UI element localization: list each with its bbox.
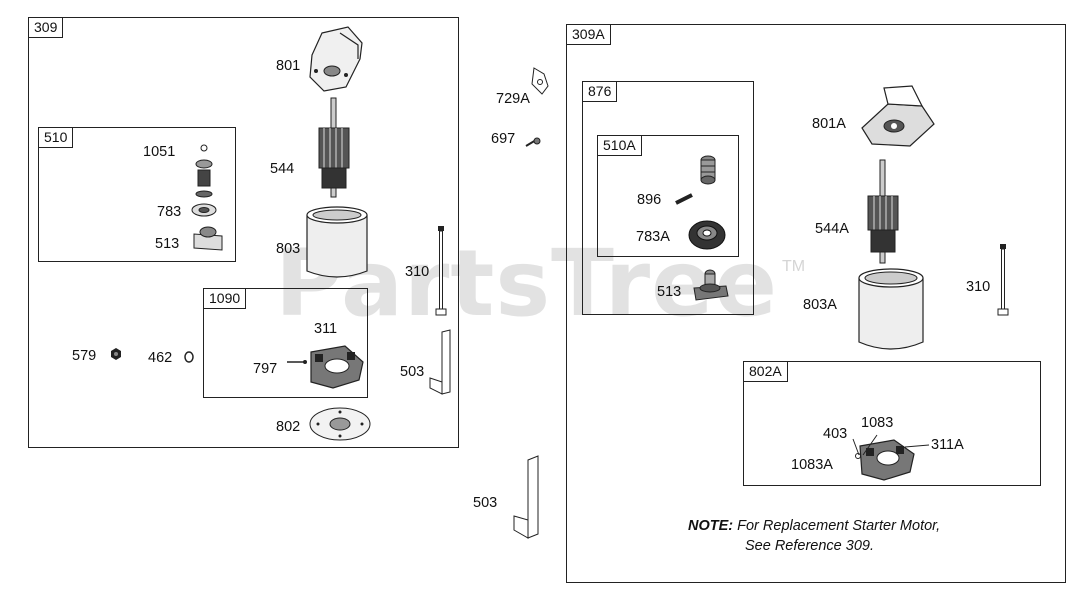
callout-513-right: 513 — [657, 284, 682, 300]
screw-697-drawing — [525, 137, 541, 147]
washer-462-drawing — [184, 351, 194, 363]
note-prefix: NOTE: — [688, 518, 734, 534]
group-box-309: 309 — [28, 17, 459, 448]
drive-kit-510-drawing — [191, 144, 223, 251]
callout-311A: 311A — [931, 437, 964, 453]
trademark-mark: TM — [782, 258, 806, 275]
group-label-510A: 510A — [597, 135, 642, 156]
group-label-802A: 802A — [743, 361, 788, 382]
callout-803A: 803A — [803, 297, 837, 313]
callout-310-left: 310 — [405, 264, 430, 280]
callout-896: 896 — [637, 192, 662, 208]
gasket-729A-drawing — [531, 67, 549, 95]
note-line-2: See Reference 309. — [745, 538, 874, 554]
callout-783A: 783A — [636, 229, 670, 245]
pin-896-drawing — [675, 193, 693, 205]
callout-544A: 544A — [815, 221, 849, 237]
callout-462: 462 — [148, 350, 173, 366]
armature-544A-drawing — [867, 159, 899, 264]
callout-503-center: 503 — [473, 495, 498, 511]
callout-403: 403 — [823, 426, 848, 442]
group-box-802A: 802A — [743, 361, 1041, 486]
callout-797: 797 — [253, 361, 278, 377]
bracket-503-left-drawing — [429, 329, 451, 395]
group-label-1090: 1090 — [203, 288, 247, 309]
callout-513: 513 — [155, 236, 180, 252]
plate-802-drawing — [309, 407, 371, 441]
callout-1083A: 1083A — [791, 457, 833, 473]
group-box-510: 510 — [38, 127, 236, 262]
callout-729A: 729A — [496, 91, 530, 107]
group-box-876: 876 — [582, 81, 754, 315]
brush-plate-1090-drawing — [287, 345, 364, 389]
callout-783: 783 — [157, 204, 182, 220]
gear-783A-drawing — [688, 220, 726, 250]
callout-803: 803 — [276, 241, 301, 257]
bracket-503-center-drawing — [513, 455, 539, 539]
group-label-510: 510 — [38, 127, 74, 148]
group-label-309A: 309A — [566, 24, 611, 45]
group-label-309: 309 — [28, 17, 64, 38]
bolt-310-right-drawing — [997, 244, 1009, 316]
housing-803A-drawing — [858, 268, 924, 350]
callout-801A: 801A — [812, 116, 846, 132]
nut-579-drawing — [111, 348, 121, 360]
callout-802: 802 — [276, 419, 301, 435]
drive-513-right-drawing — [693, 269, 729, 301]
callout-697: 697 — [491, 131, 516, 147]
leader-lines-802A — [852, 434, 930, 456]
callout-503-left: 503 — [400, 364, 425, 380]
callout-579: 579 — [72, 348, 97, 364]
housing-803-drawing — [306, 206, 368, 278]
callout-311: 311 — [314, 321, 338, 337]
callout-544: 544 — [270, 161, 295, 177]
callout-801: 801 — [276, 58, 301, 74]
callout-1083-top: 1083 — [861, 415, 894, 431]
end-cap-801-drawing — [309, 26, 363, 92]
callout-1051: 1051 — [143, 144, 176, 160]
spring-896-drawing — [700, 155, 716, 185]
brush-plate-802A-drawing — [855, 439, 915, 481]
group-box-309A: 309A — [566, 24, 1066, 583]
group-box-1090: 1090 — [203, 288, 368, 398]
bolt-310-left-drawing — [435, 226, 447, 316]
replacement-note: NOTE: For Replacement Starter Motor, See… — [688, 516, 940, 556]
callout-310-right: 310 — [966, 279, 991, 295]
end-cap-801A-drawing — [861, 85, 935, 147]
note-line-1: For Replacement Starter Motor, — [733, 518, 941, 534]
group-box-510A: 510A — [597, 135, 739, 257]
armature-544-drawing — [318, 97, 350, 198]
group-label-876: 876 — [582, 81, 618, 102]
